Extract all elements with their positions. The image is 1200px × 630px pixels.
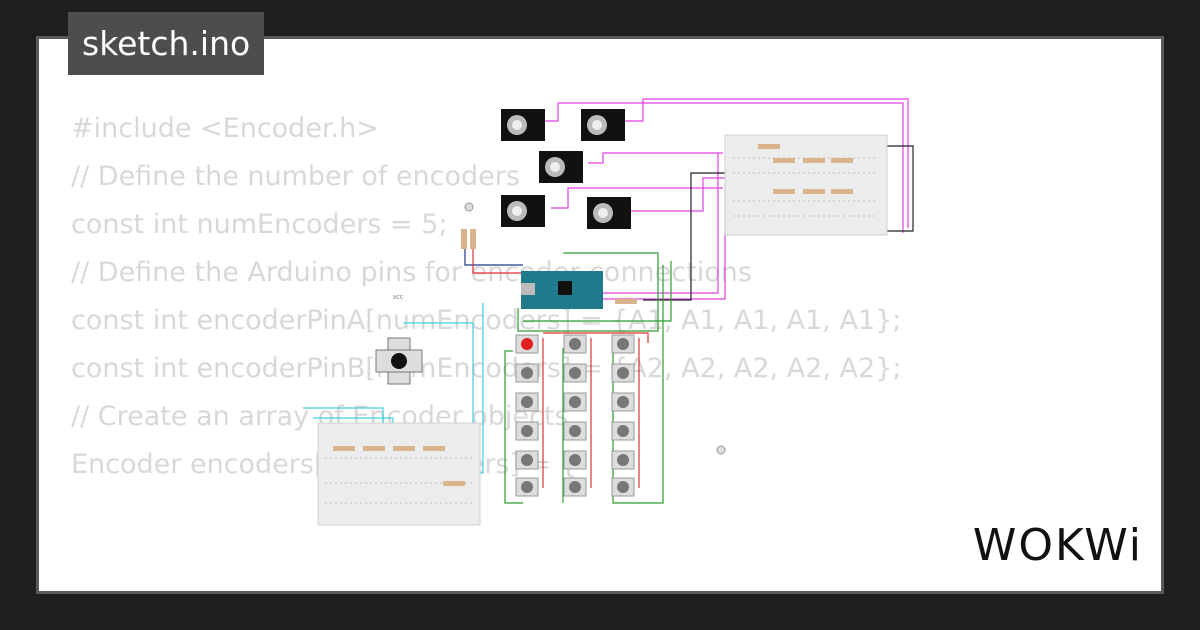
pushbutton[interactable] [515,421,539,441]
pushbutton-grid [515,334,635,497]
pushbutton[interactable] [563,392,587,412]
breadboard-left [317,422,481,526]
file-tab-title: sketch.ino [68,12,265,75]
pushbutton[interactable] [515,477,539,497]
wokwi-logo: WOKWi [972,520,1143,571]
pushbutton[interactable] [563,334,587,354]
pushbutton[interactable] [611,421,635,441]
pushbutton[interactable] [611,392,635,412]
pushbutton[interactable] [515,334,539,354]
preview-card: #include <Encoder.h> // Define the number… [36,36,1164,594]
pushbutton[interactable] [611,363,635,383]
pushbutton[interactable] [515,450,539,470]
joystick[interactable] [375,337,423,385]
breadboard-right [724,134,888,236]
rotary-encoder[interactable] [501,195,545,227]
pushbutton[interactable] [515,392,539,412]
pushbutton[interactable] [563,450,587,470]
pushbutton[interactable] [563,477,587,497]
rotary-encoder[interactable] [581,109,625,141]
rotary-encoder[interactable] [539,151,583,183]
rotary-encoder[interactable] [587,197,631,229]
vcc-label: VCC [393,295,404,301]
pushbutton[interactable] [563,421,587,441]
pushbutton[interactable] [611,450,635,470]
pushbutton[interactable] [611,334,635,354]
code-line: // Define the number of encoders [71,161,520,192]
arduino-nano[interactable] [521,271,603,309]
pushbutton[interactable] [515,363,539,383]
code-line: #include <Encoder.h> [71,113,379,144]
pushbutton[interactable] [563,363,587,383]
pushbutton[interactable] [611,477,635,497]
code-line: const int numEncoders = 5; [71,209,448,240]
circuit-diagram: VCC [303,98,914,526]
rotary-encoder[interactable] [501,109,545,141]
